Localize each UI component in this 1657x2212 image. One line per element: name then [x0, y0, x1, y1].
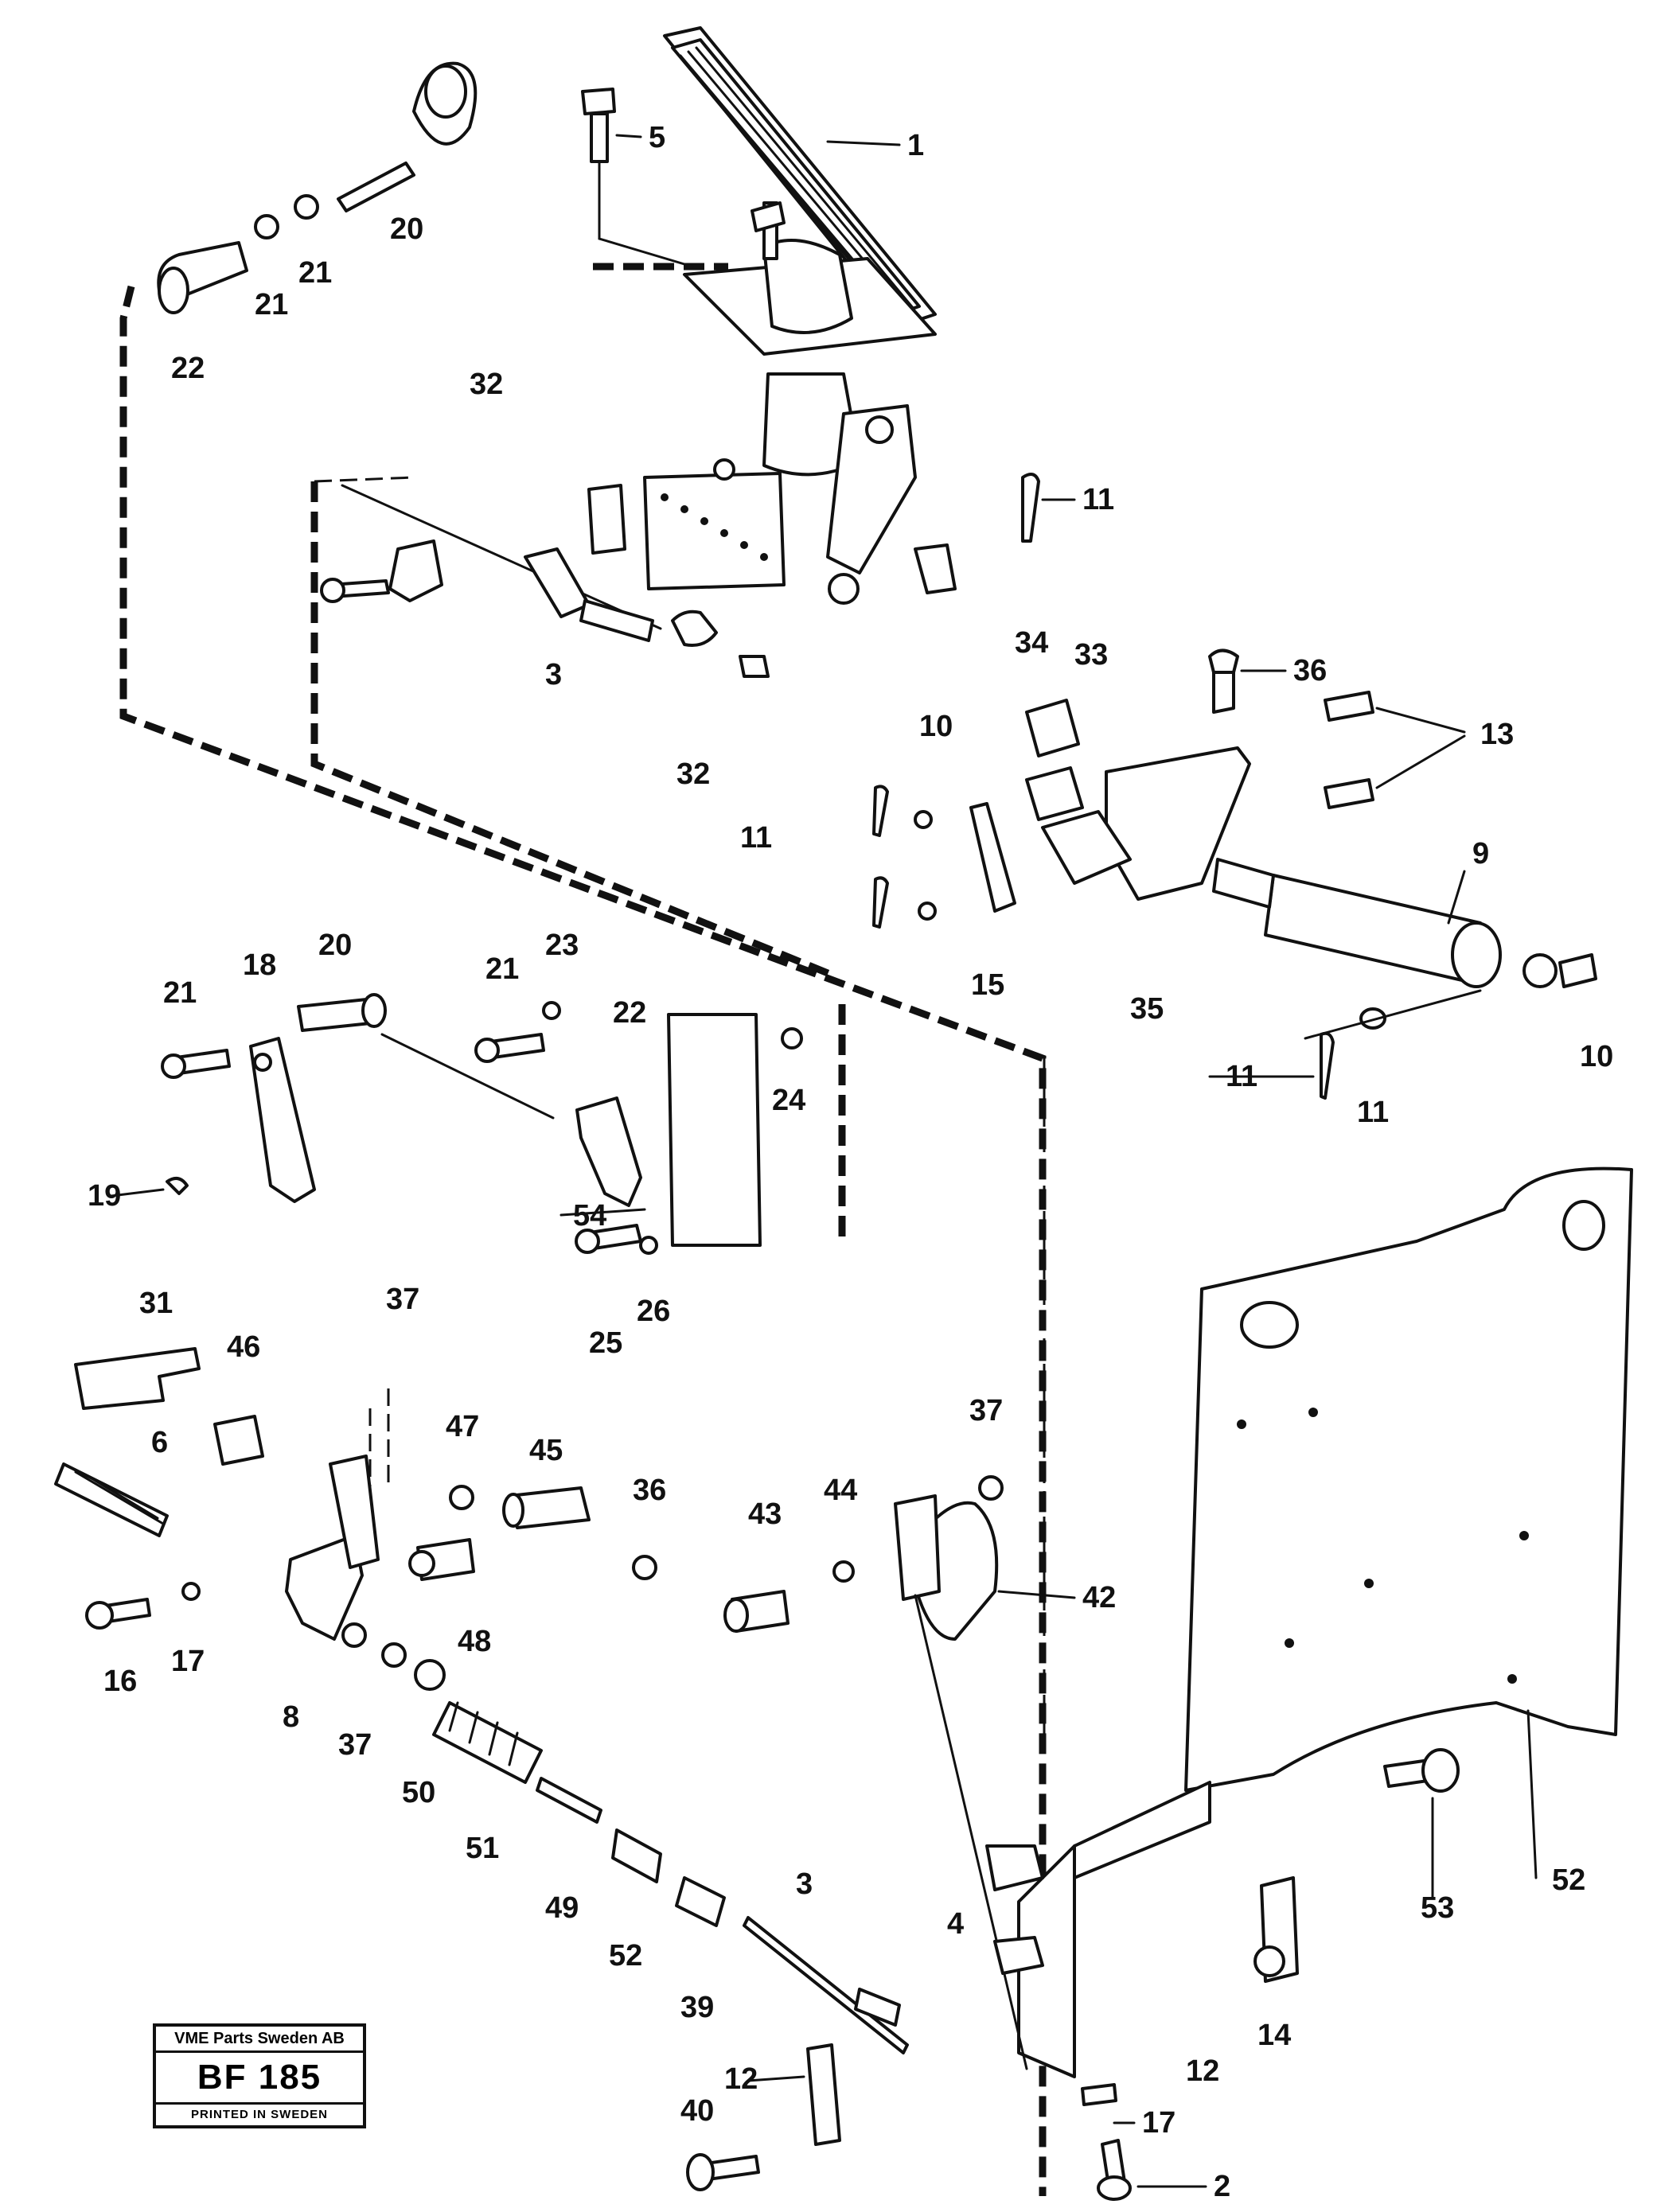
callout-39: 39 — [680, 1991, 714, 2024]
stamp-company: VME Parts Sweden AB — [156, 2027, 363, 2053]
callout-41: 42 — [1082, 1581, 1116, 1614]
mounting-plate — [894, 1166, 1633, 2078]
callout-45: 46 — [227, 1330, 260, 1364]
callout-21-mid: 21 — [485, 952, 519, 986]
callout-43: 44 — [824, 1474, 857, 1507]
callout-29: 21 — [255, 288, 288, 321]
rod-end-assembly — [449, 1475, 1004, 1633]
callout-42: 43 — [748, 1497, 782, 1531]
callout-7: 8 — [283, 1700, 299, 1734]
parts-catalog-stamp: VME Parts Sweden AB BF 185 PRINTED IN SW… — [153, 2023, 366, 2128]
callout-44: 45 — [529, 1434, 563, 1467]
stamp-code: BF 185 — [156, 2053, 363, 2105]
throttle-lever-group — [161, 993, 803, 1255]
callout-38-left: 37 — [386, 1283, 419, 1316]
lower-linkage-group — [54, 1347, 475, 1641]
callout-46: 47 — [446, 1410, 479, 1443]
callout-9: 10 — [1580, 1040, 1613, 1073]
callout-20: 20 — [318, 929, 352, 962]
gas-spring-8 — [1212, 858, 1597, 1100]
callout-52: 52 — [1552, 1863, 1585, 1897]
lower-cable-assembly — [341, 1622, 909, 2054]
callout-11-mid: 11 — [740, 821, 772, 855]
callout-2: 2 — [1214, 2170, 1230, 2203]
callout-32-top: 32 — [470, 368, 503, 401]
callout-54: 54 — [573, 1199, 606, 1233]
callout-50: 51 — [466, 1832, 499, 1865]
callout-10-right: 11 — [1357, 1096, 1389, 1129]
bolt-5 — [581, 88, 694, 268]
callout-24: 24 — [772, 1084, 805, 1117]
callout-14: 14 — [1257, 2019, 1291, 2052]
callout-5: 5 — [649, 121, 665, 154]
upper-cable-assembly — [320, 473, 1040, 678]
callout-40: 40 — [680, 2094, 714, 2128]
callout-47: 48 — [458, 1625, 491, 1658]
callout-25: 25 — [589, 1326, 622, 1360]
callout-10-top: 10 — [919, 710, 953, 743]
accelerator-pedal — [643, 26, 937, 605]
callout-21-left: 21 — [163, 976, 197, 1010]
callout-35: 35 — [1130, 992, 1164, 1026]
plate-fasteners — [686, 1748, 1460, 2201]
callout-38-right: 37 — [969, 1394, 1003, 1427]
callout-17-low: 17 — [1142, 2106, 1175, 2140]
callout-18: 18 — [243, 948, 276, 982]
callout-34: 34 — [1015, 626, 1048, 660]
stamp-footer: PRINTED IN SWEDEN — [190, 2108, 328, 2121]
callout-23: 23 — [545, 929, 579, 962]
callout-11-top: 11 — [1082, 483, 1114, 516]
callout-27: 20 — [390, 212, 423, 246]
callout-3-top: 3 — [545, 658, 562, 691]
callout-8: 9 — [1472, 837, 1489, 870]
callout-15: 15 — [971, 968, 1004, 1002]
callout-4: 4 — [947, 1907, 964, 1941]
callout-6: 6 — [151, 1426, 168, 1459]
assembly-dash-lines — [119, 263, 1047, 2196]
callout-17-left: 17 — [171, 1645, 205, 1678]
callout-37-low: 37 — [338, 1728, 372, 1762]
linkage-bracket-group — [872, 648, 1374, 929]
callout-33: 33 — [1074, 638, 1108, 672]
callout-30: 22 — [171, 352, 205, 385]
callout-51: 52 — [609, 1939, 642, 1972]
callout-16: 16 — [103, 1665, 137, 1698]
callout-36: 36 — [1293, 654, 1327, 687]
callout-13: 13 — [1480, 718, 1514, 751]
callout-37-mid: 36 — [633, 1474, 666, 1507]
callout-12-left: 12 — [724, 2062, 758, 2096]
callout-12-right: 12 — [1186, 2054, 1219, 2088]
callout-49: 50 — [402, 1776, 435, 1809]
callout-32-bottom: 32 — [676, 757, 710, 791]
callout-3-low: 3 — [796, 1867, 813, 1901]
callout-1: 1 — [907, 129, 924, 162]
callout-labels: 1 5 20 21 21 22 32 11 3 32 34 33 36 10 1… — [88, 121, 1613, 2203]
callout-22: 22 — [613, 996, 646, 1030]
callout-26: 26 — [637, 1295, 670, 1328]
callout-48: 49 — [545, 1891, 579, 1925]
callout-53: 53 — [1421, 1891, 1454, 1925]
callout-28: 21 — [298, 256, 332, 290]
callout-31: 31 — [139, 1287, 173, 1320]
hand-throttle-knob — [157, 61, 478, 314]
leader-lines — [110, 134, 1538, 2188]
